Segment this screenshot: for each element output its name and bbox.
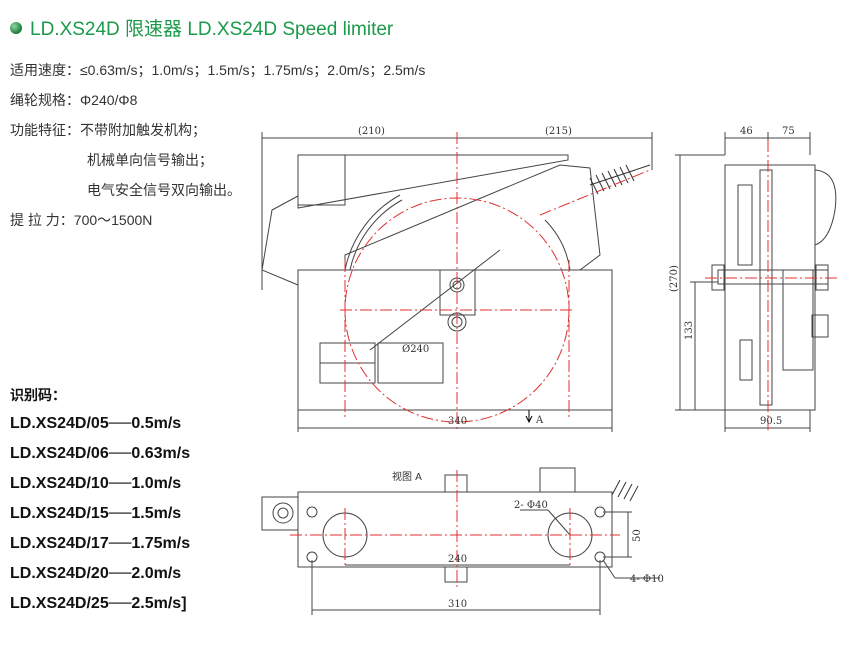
bracket — [261, 496, 299, 531]
dim-label: Ø240 — [402, 344, 429, 355]
dim-label: 75 — [782, 126, 795, 137]
dim-label: 50 — [632, 529, 643, 542]
function-label: 功能特征： — [10, 122, 80, 138]
force-label: 提 拉 力： — [10, 212, 74, 228]
code-item: LD.XS24D/10──1.0m/s — [10, 475, 182, 492]
spec-force: 提 拉 力：700～1500N — [10, 210, 152, 230]
sheave-arc — [344, 194, 401, 271]
dim-label: 340 — [448, 416, 467, 427]
dim-label: (215) — [545, 126, 572, 137]
side-bracket — [261, 195, 299, 286]
spec-sheave: 绳轮规格：Φ240/Φ8 — [10, 90, 137, 110]
force-value: 700～1500N — [73, 212, 153, 228]
sheave-value: Φ240/Φ8 — [80, 92, 138, 108]
nameplate — [377, 342, 444, 384]
dim-label: 4- Φ10 — [630, 574, 664, 585]
title-text: LD.XS24D 限速器 LD.XS24D Speed limiter — [30, 19, 394, 40]
lever-arm — [344, 164, 601, 271]
codes-title: 识别码： — [10, 387, 66, 403]
sheave-label: 绳轮规格： — [10, 92, 80, 108]
speed-label: 适用速度： — [10, 62, 80, 78]
dim-label: 2- Φ40 — [514, 500, 548, 511]
bullet-icon — [10, 21, 22, 34]
dim-label: 240 — [448, 554, 467, 565]
centerlines-front — [340, 132, 651, 432]
front-view — [261, 132, 653, 432]
dim-label: (270) — [669, 265, 680, 292]
dim-label: 133 — [684, 321, 695, 340]
spec-function: 功能特征：不带附加触发机构； — [10, 120, 206, 140]
code-item: LD.XS24D/15──1.5m/s — [10, 505, 182, 522]
view-a — [261, 467, 660, 615]
view-a-label: 视图 A — [392, 470, 422, 483]
dim-label: 90.5 — [760, 416, 782, 427]
side-view — [675, 132, 837, 432]
spring — [589, 164, 651, 195]
top-plate — [297, 154, 569, 209]
speed-value: ≤0.63m/s；1.0m/s；1.5m/s；1.75m/s；2.0m/s；2.… — [80, 62, 426, 78]
code-item: LD.XS24D/06──0.63m/s — [10, 445, 191, 462]
page-title: LD.XS24D 限速器 LD.XS24D Speed limiter — [10, 14, 393, 41]
dim-label: 310 — [448, 599, 467, 610]
function-line: 机械单向信号输出； — [87, 152, 213, 168]
code-item: LD.XS24D/25──2.5m/s] — [10, 595, 187, 612]
code-item: LD.XS24D/17──1.75m/s — [10, 535, 191, 552]
code-item: LD.XS24D/20──2.0m/s — [10, 565, 182, 582]
dim-label: 46 — [740, 126, 753, 137]
dim-label: (210) — [358, 126, 385, 137]
spec-speed: 适用速度：≤0.63m/s；1.0m/s；1.5m/s；1.75m/s；2.0m… — [10, 60, 425, 80]
view-marker: A — [535, 415, 544, 426]
code-item: LD.XS24D/05──0.5m/s — [10, 415, 182, 432]
function-line: 电气安全信号双向输出。 — [87, 182, 241, 198]
function-line: 不带附加触发机构； — [80, 122, 206, 138]
